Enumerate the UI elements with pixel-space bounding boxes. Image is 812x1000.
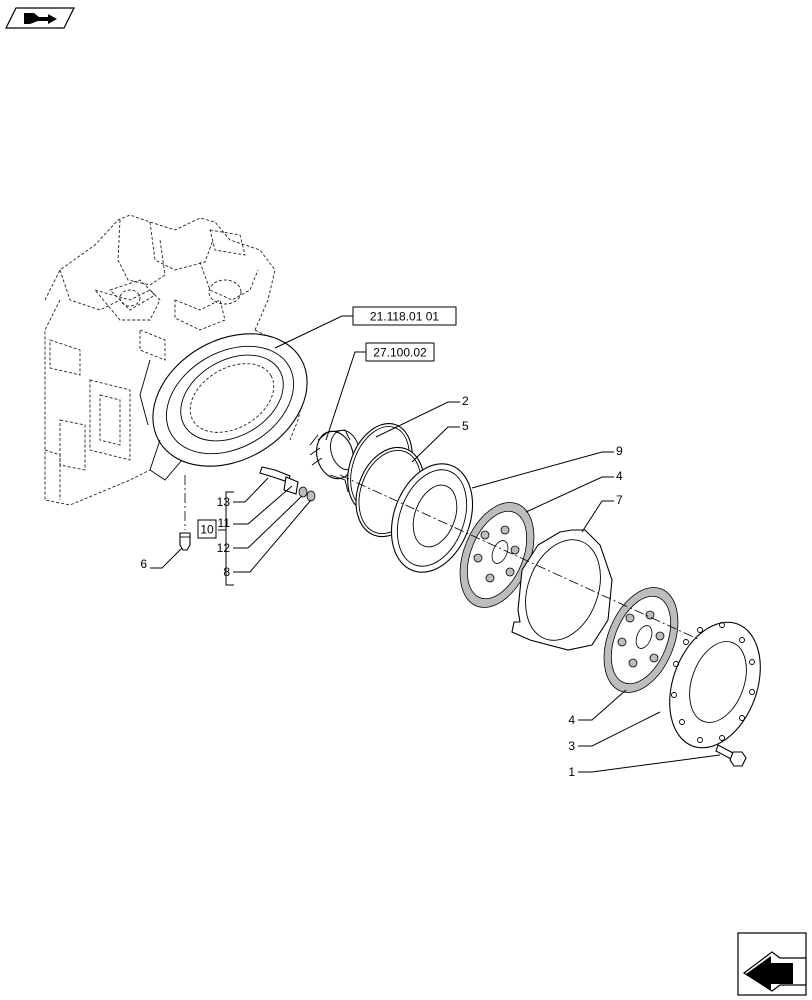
leader-line-6 (150, 547, 183, 569)
callout-2: 2 (462, 394, 469, 408)
group-bracket (218, 491, 234, 586)
bolt-part (715, 744, 747, 767)
leader-line-5 (411, 426, 460, 463)
callout-9: 9 (616, 444, 623, 458)
callout-8: 8 (223, 565, 230, 579)
leader-line-4-lower (578, 689, 627, 721)
nav-back-button[interactable] (5, 7, 75, 29)
reference-box-27-100[interactable]: 27.100.02 (365, 342, 435, 362)
axis-line-clutch-pack (339, 474, 701, 641)
cover-plate (669, 621, 761, 749)
callout-3: 3 (568, 739, 575, 753)
friction-disc-lower (603, 587, 679, 693)
tractor-housing-outline (44, 214, 306, 506)
callout-1: 1 (568, 765, 575, 779)
leader-line-1 (578, 754, 721, 773)
callout-13: 13 (217, 495, 231, 509)
bleed-screw-assembly (259, 466, 316, 502)
group-label: 10 (200, 523, 214, 537)
callout-6: 6 (140, 557, 147, 571)
leader-line-11 (233, 485, 293, 525)
arrow-back-icon (24, 13, 57, 24)
reference-box-21-118[interactable]: 21.118.01 01 (352, 306, 457, 326)
leader-line-21-118 (274, 315, 353, 349)
piston-disc (390, 463, 474, 573)
leader-line-12 (233, 495, 303, 549)
plug-part (179, 532, 191, 551)
leader-line-27-100 (325, 351, 366, 441)
leader-line-7 (581, 500, 614, 533)
callout-4-upper: 4 (616, 469, 623, 483)
housing-ring (139, 333, 308, 481)
leader-line-13 (233, 477, 269, 503)
group-label-box: 10 (197, 519, 217, 539)
callout-5: 5 (462, 419, 469, 433)
nav-forward-button[interactable] (737, 932, 807, 996)
callout-11: 11 (218, 516, 231, 530)
leader-line-2 (375, 401, 460, 438)
reference-label-21-118: 21.118.01 01 (370, 310, 440, 324)
arrow-forward-icon (742, 951, 807, 992)
callout-7: 7 (616, 493, 623, 507)
callout-4-lower: 4 (568, 713, 575, 727)
leader-line-3 (578, 711, 661, 747)
leader-line-8 (233, 499, 312, 573)
reference-label-27-100: 27.100.02 (373, 346, 427, 360)
intermediate-plate (511, 529, 613, 651)
leader-line-4-upper (525, 476, 614, 513)
friction-disc-upper (459, 502, 535, 608)
callout-12: 12 (217, 541, 231, 555)
leader-line-9 (471, 451, 614, 489)
